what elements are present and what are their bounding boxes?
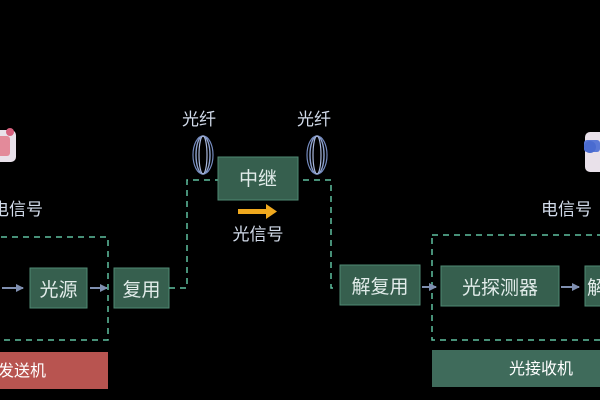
mux-label: 复用 <box>122 279 160 301</box>
transmitter-label: 发送机 <box>0 361 46 380</box>
light-source-box: 光源 <box>29 267 88 309</box>
light-source-label: 光源 <box>39 279 77 301</box>
fiber-left-label: 光纤 <box>182 110 216 130</box>
decoder-box: 解 <box>584 265 600 307</box>
fiber-coil-right-icon <box>306 135 328 175</box>
demux-label: 解复用 <box>351 276 408 298</box>
receiver-label: 光接收机 <box>509 359 573 378</box>
detector-box: 光探测器 <box>440 265 560 307</box>
receiver-bar: 光接收机 <box>432 350 600 387</box>
repeater-label: 中继 <box>239 168 277 190</box>
mux-box: 复用 <box>113 267 170 309</box>
repeater-box: 中继 <box>217 156 299 201</box>
left-signal-label: 电信号 <box>0 200 43 220</box>
detector-label: 光探测器 <box>462 277 538 299</box>
demux-box: 解复用 <box>339 264 421 306</box>
transmitter-frame <box>0 236 109 341</box>
receiver-phone-icon <box>584 132 600 172</box>
optical-signal-arrow-icon <box>238 204 277 219</box>
transmitter-bar: 发送机 <box>0 352 108 389</box>
fiber-right-label: 光纤 <box>297 110 331 130</box>
fiber-coil-left-icon <box>192 135 214 175</box>
right-signal-label: 电信号 <box>541 200 592 220</box>
transmitter-phone-icon <box>0 128 16 162</box>
optical-signal-label: 光信号 <box>233 225 284 245</box>
decoder-label: 解 <box>587 277 600 299</box>
